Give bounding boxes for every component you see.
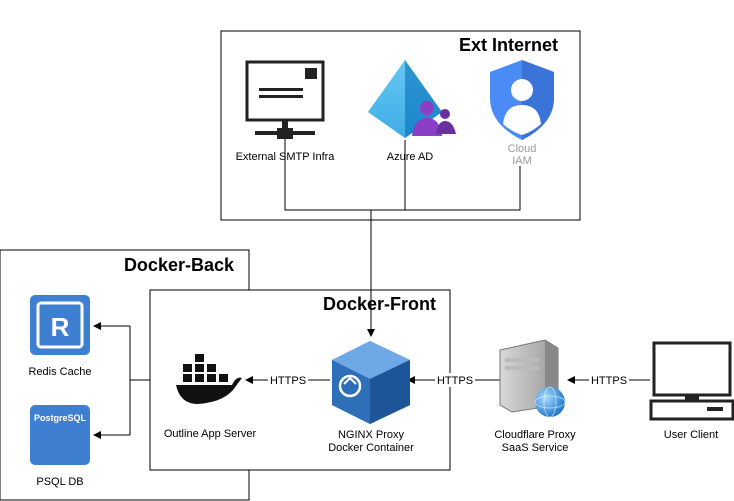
node-label-cloudflare-line1: Cloudflare Proxy (494, 429, 576, 441)
edge-cloudflare-to-nginx: HTTPS (407, 373, 500, 387)
edge-nginx-to-outline: HTTPS (245, 373, 330, 387)
redis-chip-icon: R (30, 295, 90, 355)
postgresql-badge-label: PostgreSQL (34, 413, 87, 423)
group-title-docker-front: Docker-Front (323, 294, 436, 314)
node-nginx[interactable]: NGINX Proxy Docker Container (328, 341, 414, 454)
node-label-cloud-iam-line1: Cloud (508, 143, 537, 155)
node-cloud-iam[interactable]: Cloud IAM (490, 60, 554, 167)
email-terminal-icon (245, 60, 325, 139)
node-user-client[interactable]: User Client (649, 341, 734, 441)
edge-label-https-3: HTTPS (591, 375, 627, 387)
node-label-psql: PSQL DB (36, 476, 83, 488)
node-smtp[interactable]: External SMTP Infra (236, 60, 336, 163)
postgresql-db-icon: PostgreSQL (30, 405, 90, 465)
group-title-docker-back: Docker-Back (124, 255, 235, 275)
shield-user-icon (490, 60, 554, 140)
edge-ext-bus (284, 138, 521, 337)
node-psql[interactable]: PostgreSQL PSQL DB (30, 405, 90, 488)
node-label-user-client: User Client (664, 429, 718, 441)
node-label-redis: Redis Cache (29, 366, 92, 378)
node-label-nginx-line1: NGINX Proxy (338, 429, 405, 441)
node-cloudflare[interactable]: Cloudflare Proxy SaaS Service (494, 339, 576, 454)
redis-letter: R (51, 312, 70, 342)
azure-ad-icon (368, 60, 456, 138)
node-redis[interactable]: R Redis Cache (29, 295, 92, 378)
docker-whale-icon (176, 354, 242, 404)
node-label-smtp: External SMTP Infra (236, 151, 336, 163)
group-title-ext-internet: Ext Internet (459, 35, 558, 55)
node-label-cloudflare-line2: SaaS Service (502, 442, 569, 454)
node-label-cloud-iam-line2: IAM (512, 155, 532, 167)
server-globe-icon (499, 339, 566, 418)
node-outline-app[interactable]: Outline App Server (164, 354, 257, 440)
desktop-terminal-icon (649, 341, 734, 421)
edge-label-https-1: HTTPS (270, 375, 306, 387)
edge-outline-to-datastores (93, 322, 150, 439)
group-ext-internet: Ext Internet (220, 30, 581, 221)
node-label-outline-app: Outline App Server (164, 428, 257, 440)
edge-label-https-2: HTTPS (437, 375, 473, 387)
node-label-nginx-line2: Docker Container (328, 442, 414, 454)
edge-user-to-cloudflare: HTTPS (567, 373, 650, 387)
node-label-azure-ad: Azure AD (387, 151, 434, 163)
node-azure-ad[interactable]: Azure AD (368, 60, 456, 163)
nginx-container-icon (332, 341, 410, 424)
